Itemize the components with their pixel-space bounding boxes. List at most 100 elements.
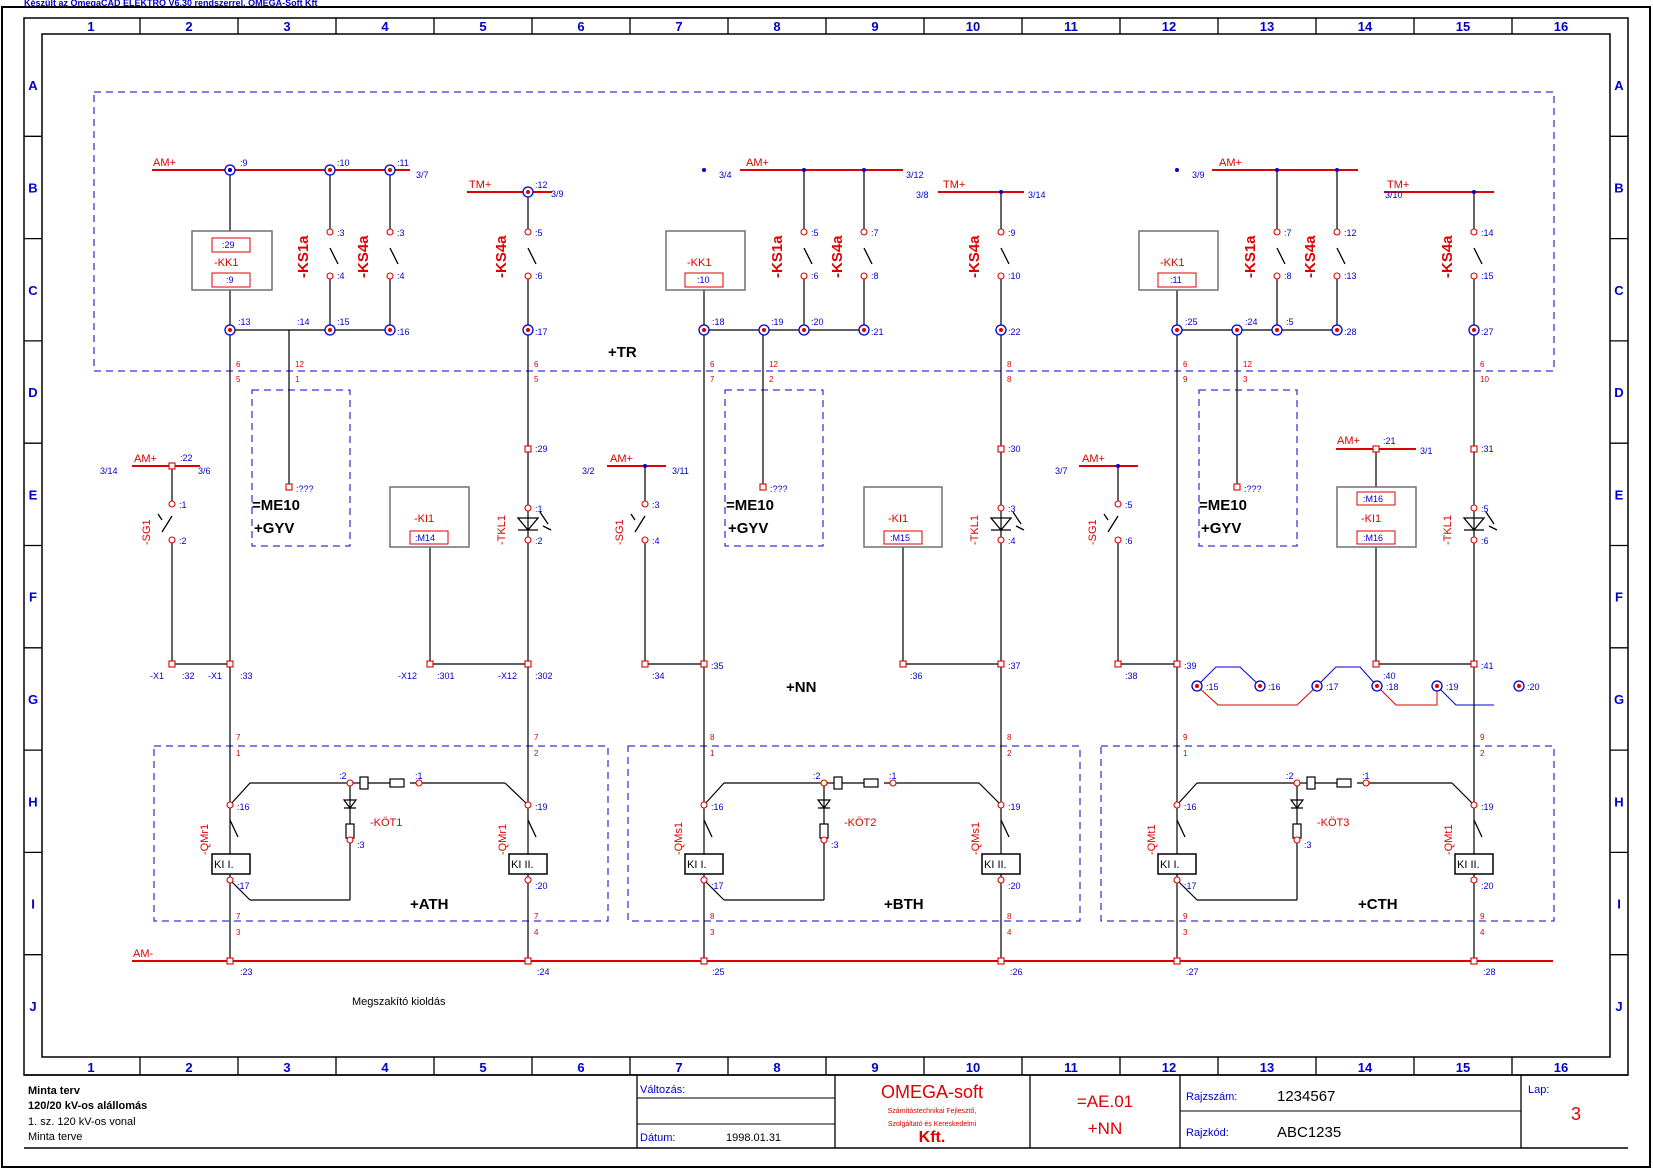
wire-number: 2 [1480, 749, 1485, 758]
wire-number: 1 [295, 375, 300, 384]
grid-column-label: 16 [1554, 19, 1568, 34]
node-label: :M16 [1363, 533, 1383, 543]
node-label: :4 [1008, 536, 1016, 546]
xref: 3/12 [906, 170, 924, 180]
grid-column-label: 15 [1456, 1060, 1470, 1075]
grid-column-label: 9 [871, 19, 878, 34]
wire-number: 7 [236, 733, 241, 742]
node-label: :21 [1383, 436, 1396, 446]
me10-label: =ME10 [726, 497, 774, 514]
grid-row-label: A [1614, 78, 1624, 93]
grid-column-label: 6 [577, 19, 584, 34]
grid-column-label: 10 [966, 19, 980, 34]
node-label: :301 [437, 671, 455, 681]
grid-row-label: B [1614, 180, 1623, 195]
node-label: :??? [1244, 484, 1262, 494]
tkl1-label: -TKL1 [1442, 515, 1454, 545]
node-label: :13 [1344, 271, 1357, 281]
node-label: :17 [237, 881, 250, 891]
node-label: :M14 [415, 533, 435, 543]
xref: 3/10 [1385, 190, 1403, 200]
node-label: :14 [1481, 228, 1494, 238]
grid-column-label: 3 [283, 1060, 290, 1075]
bth-zone-box [627, 745, 1081, 922]
node-label: :17 [711, 881, 724, 891]
grid-column-label: 9 [871, 1060, 878, 1075]
node-label: :16 [397, 327, 410, 337]
wire-number: 6 [534, 360, 539, 369]
grid-row-label: D [1614, 385, 1623, 400]
node-label: :16 [237, 802, 250, 812]
node-label: :27 [1481, 327, 1494, 337]
wire-number: 7 [534, 912, 539, 921]
drawing-code-label: Rajzkód: [1186, 1127, 1229, 1139]
gyv-box-3 [1198, 389, 1298, 547]
tm-plus-label-3: TM+ [1387, 179, 1409, 191]
xref: 3/6 [198, 466, 211, 476]
node-label: :2 [179, 536, 187, 546]
ki1-label: -KI1 [888, 513, 908, 525]
title-line-4: Minta terve [28, 1131, 82, 1143]
wire-number: 5 [534, 375, 539, 384]
grid-row-label: H [28, 794, 37, 809]
node-label: :9 [226, 275, 234, 285]
wire-number: 6 [710, 360, 715, 369]
xref: 3/9 [551, 189, 564, 199]
ks4a-label: -KS4a [1302, 235, 1319, 278]
kk1-label: -KK1 [1160, 257, 1184, 269]
wire-number: 10 [1480, 375, 1489, 384]
kk1-relay-3: -KK1 :11 [1138, 230, 1219, 291]
node-label: -X12 [398, 671, 417, 681]
grid-row-label: A [28, 78, 38, 93]
ks1a-label: -KS1a [295, 235, 312, 278]
wire-number: 3 [1183, 928, 1188, 937]
ki1-label: -KI1 [1361, 513, 1381, 525]
grid-row-label: G [1614, 692, 1624, 707]
change-label: Változás: [640, 1084, 685, 1096]
wire-number: 8 [1007, 912, 1012, 921]
node-label: :19 [1481, 802, 1494, 812]
node-label: :17 [1326, 682, 1339, 692]
node-label: :1 [415, 771, 423, 781]
node-label: :20 [535, 881, 548, 891]
node-label: :8 [1284, 271, 1292, 281]
node-label: :40 [1383, 671, 1396, 681]
svg-text:KI I.: KI I. [1160, 859, 1180, 871]
node-label: :15 [1481, 271, 1494, 281]
am-plus-label-e3: AM+ [1082, 453, 1105, 465]
svg-text:KI II.: KI II. [984, 859, 1007, 871]
grid-column-label: 5 [479, 1060, 486, 1075]
grid-column-label: 13 [1260, 19, 1274, 34]
node-label: :2 [813, 771, 821, 781]
wire-number: 8 [710, 733, 715, 742]
node-label: :36 [910, 671, 923, 681]
node-label: :7 [1284, 228, 1292, 238]
node-label: :27 [1186, 967, 1199, 977]
date-label: Dátum: [640, 1132, 675, 1144]
node-label: :16 [1184, 802, 1197, 812]
company-line-2: Számítástechnikai Fejlesztő, [888, 1108, 977, 1115]
node-label: :11 [1170, 275, 1182, 285]
node-label: :25 [712, 967, 725, 977]
ks4a-label: -KS4a [493, 235, 510, 278]
gyv-box-1 [251, 389, 351, 547]
am-plus-label-e4: AM+ [1337, 435, 1360, 447]
node-label: :28 [1344, 327, 1357, 337]
wire-number: 8 [710, 912, 715, 921]
wire-number: 2 [534, 749, 539, 758]
wire-number: 4 [534, 928, 539, 937]
node-label: :3 [357, 840, 365, 850]
node-label: :3 [831, 840, 839, 850]
grid-column-label: 5 [479, 19, 486, 34]
wire-number: 2 [769, 375, 774, 384]
gyv-label: +GYV [1201, 520, 1241, 537]
ki1-relay-1: -KI1 :M14 [389, 486, 470, 548]
tm-plus-label-2: TM+ [943, 179, 965, 191]
me10-label: =ME10 [1199, 497, 1247, 514]
grid-column-label: 7 [675, 19, 682, 34]
wire-number: 2 [1007, 749, 1012, 758]
node-label: :11 [397, 158, 409, 168]
tr-zone-box [93, 91, 1555, 372]
am-plus-label-e1: AM+ [134, 453, 157, 465]
kk1-relay-2: -KK1 :10 [665, 230, 746, 291]
